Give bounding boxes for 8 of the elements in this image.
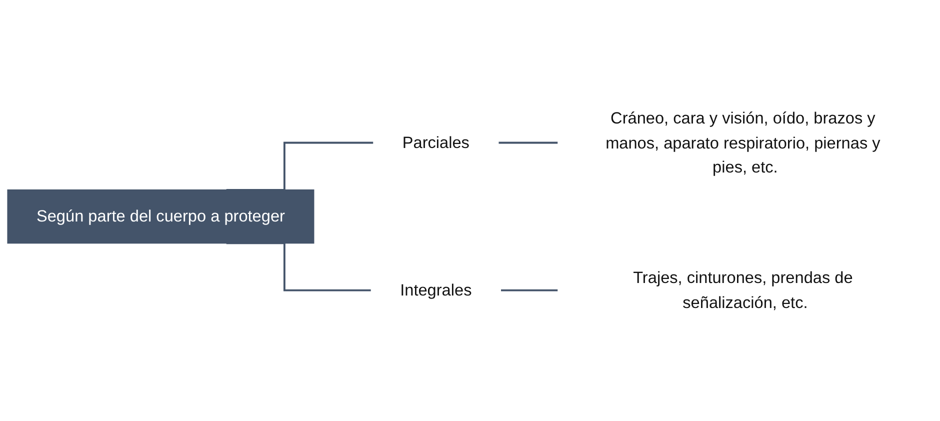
connector — [500, 289, 558, 292]
node-text: Parciales — [402, 133, 470, 152]
node-text: Cráneo, cara y visión, oído, brazos y manos, aparato respiratorio, piernas y pies, etc. — [606, 109, 880, 176]
node-text: Integrales — [400, 281, 472, 300]
connector — [226, 242, 372, 292]
node-box: Según parte del cuerpo a proteger — [7, 190, 314, 244]
connector — [498, 142, 558, 144]
node-text: Trajes, cinturones, prendas de señalización, etc. — [633, 268, 853, 312]
